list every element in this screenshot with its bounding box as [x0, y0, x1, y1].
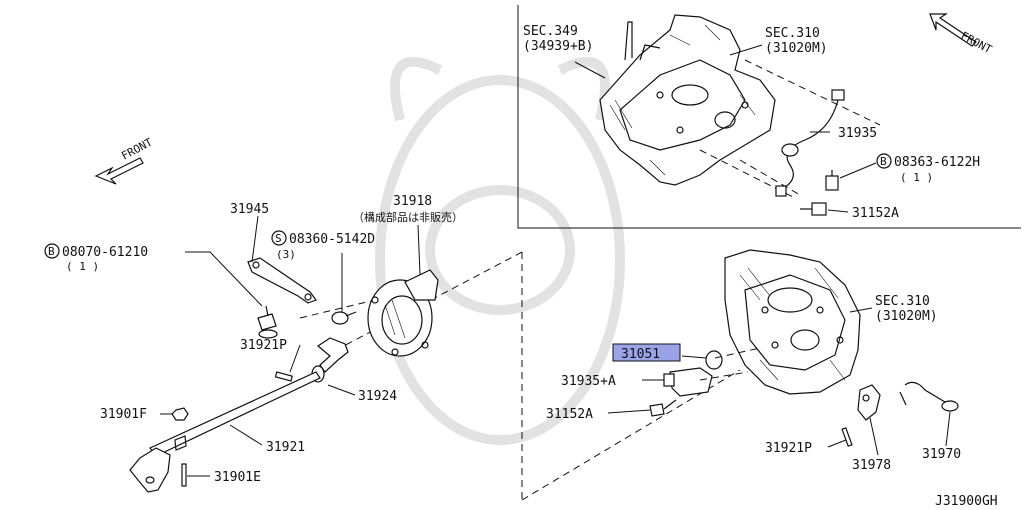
label-31924: 31924 — [358, 389, 397, 404]
guide-line — [714, 347, 761, 359]
label-31921p-left: 31921P — [240, 338, 287, 353]
label-31978: 31978 — [852, 458, 891, 473]
label-08070: 08070-61210 — [62, 245, 148, 260]
circle-b-letter: B — [48, 245, 55, 258]
label-31921: 31921 — [266, 440, 305, 455]
label-31935a: 31935+A — [561, 374, 616, 389]
leader — [849, 307, 873, 313]
leader — [229, 424, 263, 446]
leader — [681, 355, 707, 359]
circle-s-letter: S — [275, 232, 282, 245]
circle-b-letter: B — [880, 155, 887, 168]
leader — [827, 439, 847, 448]
leader — [417, 224, 421, 276]
cable-end-31970 — [899, 381, 959, 412]
circle-s-icon — [271, 230, 287, 246]
label-31970: 31970 — [922, 447, 961, 462]
front-arrow-left — [94, 157, 144, 185]
front-arrow-top-right — [929, 13, 977, 47]
label-sec310-mid: SEC.310 — [875, 294, 930, 309]
transaxle-case-top — [599, 14, 776, 186]
circle-b-icon — [876, 153, 892, 169]
pin-31901e — [181, 463, 187, 487]
pin-31921p-right — [841, 427, 853, 447]
sensor-harness-31935 — [775, 89, 845, 197]
leader — [289, 344, 301, 373]
label-sec310-top: SEC.310 — [765, 26, 820, 41]
screw-08360 — [331, 311, 357, 325]
nut-31901f — [171, 407, 189, 421]
leader — [327, 384, 356, 396]
label-sec310-top-sub: (31020M) — [765, 41, 828, 56]
control-shaft-31921 — [129, 371, 321, 493]
label-08070-qty: ( 1 ) — [66, 260, 99, 273]
guide-line — [521, 369, 741, 501]
leader — [869, 417, 879, 456]
guide-line — [299, 299, 376, 319]
leader — [185, 251, 263, 307]
bottom-right-assembly: SEC.310 (31020M) 31051 31935+A 31152A 31… — [546, 249, 961, 473]
bolt-31152a-mid — [649, 399, 677, 417]
bracket-31945 — [247, 257, 317, 304]
pin-31921p-left — [274, 371, 293, 382]
leader — [839, 162, 877, 179]
transaxle-case-mid — [724, 249, 861, 395]
front-label-left: FRONT — [119, 135, 155, 162]
leader — [607, 409, 651, 414]
left-assembly: FRONT — [44, 135, 741, 501]
sensor-31935a — [663, 367, 713, 397]
label-08363-top: 08363-6122H — [894, 155, 980, 170]
label-08360: 08360-5142D — [289, 232, 375, 247]
label-31921p-right: 31921P — [765, 441, 812, 456]
inset-frame — [517, 5, 1021, 229]
label-08360-qty: (3) — [276, 248, 296, 261]
guide-line — [699, 371, 749, 381]
bolt-31152a-top — [800, 202, 827, 216]
guide-line — [744, 59, 881, 126]
label-sec349-sub: (34939+B) — [523, 39, 593, 54]
leader — [827, 209, 849, 213]
label-31152a-top: 31152A — [852, 206, 899, 221]
highlight-31051 — [612, 343, 681, 362]
label-31918: 31918 — [393, 194, 432, 209]
label-31901f: 31901F — [100, 407, 147, 422]
label-sec349: SEC.349 — [523, 24, 578, 39]
label-sec310-mid-sub: (31020M) — [875, 309, 938, 324]
inset-top-right: FRONT — [517, 5, 1021, 229]
label-31945: 31945 — [230, 202, 269, 217]
label-31152a-mid: 31152A — [546, 407, 593, 422]
o-ring-31051 — [705, 350, 723, 370]
leader — [251, 215, 259, 263]
bolt-08070 — [257, 305, 278, 339]
label-31901e: 31901E — [214, 470, 261, 485]
bracket-31978 — [857, 384, 881, 421]
guide-line — [739, 159, 801, 196]
label-08363-top-qty: ( 1 ) — [900, 171, 933, 184]
leader — [574, 61, 606, 79]
label-31918-note: （構成部品は非販売） — [353, 210, 463, 224]
label-31051[interactable]: 31051 — [621, 347, 660, 362]
leader — [729, 44, 763, 56]
diagram-code: J31900GH — [935, 494, 998, 509]
leader — [945, 411, 951, 447]
position-switch-31918 — [367, 269, 439, 357]
bolt-08363-top — [825, 170, 839, 191]
label-31935: 31935 — [838, 126, 877, 141]
circle-b-icon — [44, 243, 60, 259]
front-label-top-right: FRONT — [959, 29, 995, 56]
watermark-emblem — [375, 56, 625, 445]
